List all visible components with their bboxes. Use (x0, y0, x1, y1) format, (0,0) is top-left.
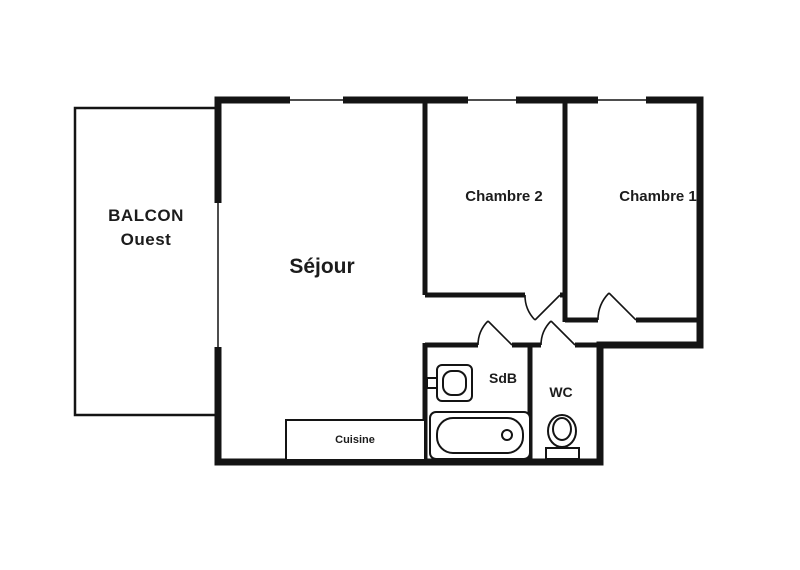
bedroom2-door-arc (524, 294, 536, 321)
bedroom2-label: Chambre 2 (465, 188, 543, 205)
bathroom-door-arc (477, 320, 489, 346)
bedroom1-label: Chambre 1 (619, 188, 697, 205)
bedroom1-door-leaf (608, 292, 637, 321)
kitchen-counter (285, 419, 426, 461)
bedroom2-door-leaf (534, 294, 561, 321)
bathtub-basin (436, 417, 524, 454)
balcony-room (73, 106, 220, 417)
bathtub-drain (501, 429, 513, 441)
living-room-label: Séjour (289, 255, 354, 278)
room-labels: BALCON Ouest Séjour Chambre 2 Chambre 1 … (108, 188, 697, 446)
sink-tap (426, 377, 438, 389)
wc-label: WC (549, 384, 572, 400)
doors (477, 292, 637, 346)
toilet-bowl-inner (552, 417, 572, 441)
bathroom-door-leaf (487, 320, 513, 346)
wc-door-arc (540, 320, 552, 346)
windows (290, 94, 646, 106)
balcony-label-line1: BALCON (108, 206, 184, 225)
balcony-label-line2: Ouest (121, 230, 172, 249)
sink-basin (442, 370, 467, 396)
balcony-door-opening (212, 203, 224, 347)
fixtures (285, 364, 580, 461)
wc-door-leaf (550, 320, 576, 346)
toilet-tank (545, 447, 580, 460)
balcony-outline (73, 106, 220, 417)
kitchen-label: Cuisine (335, 434, 375, 446)
bathroom-label: SdB (489, 370, 517, 386)
bedroom1-door-arc (597, 292, 610, 321)
